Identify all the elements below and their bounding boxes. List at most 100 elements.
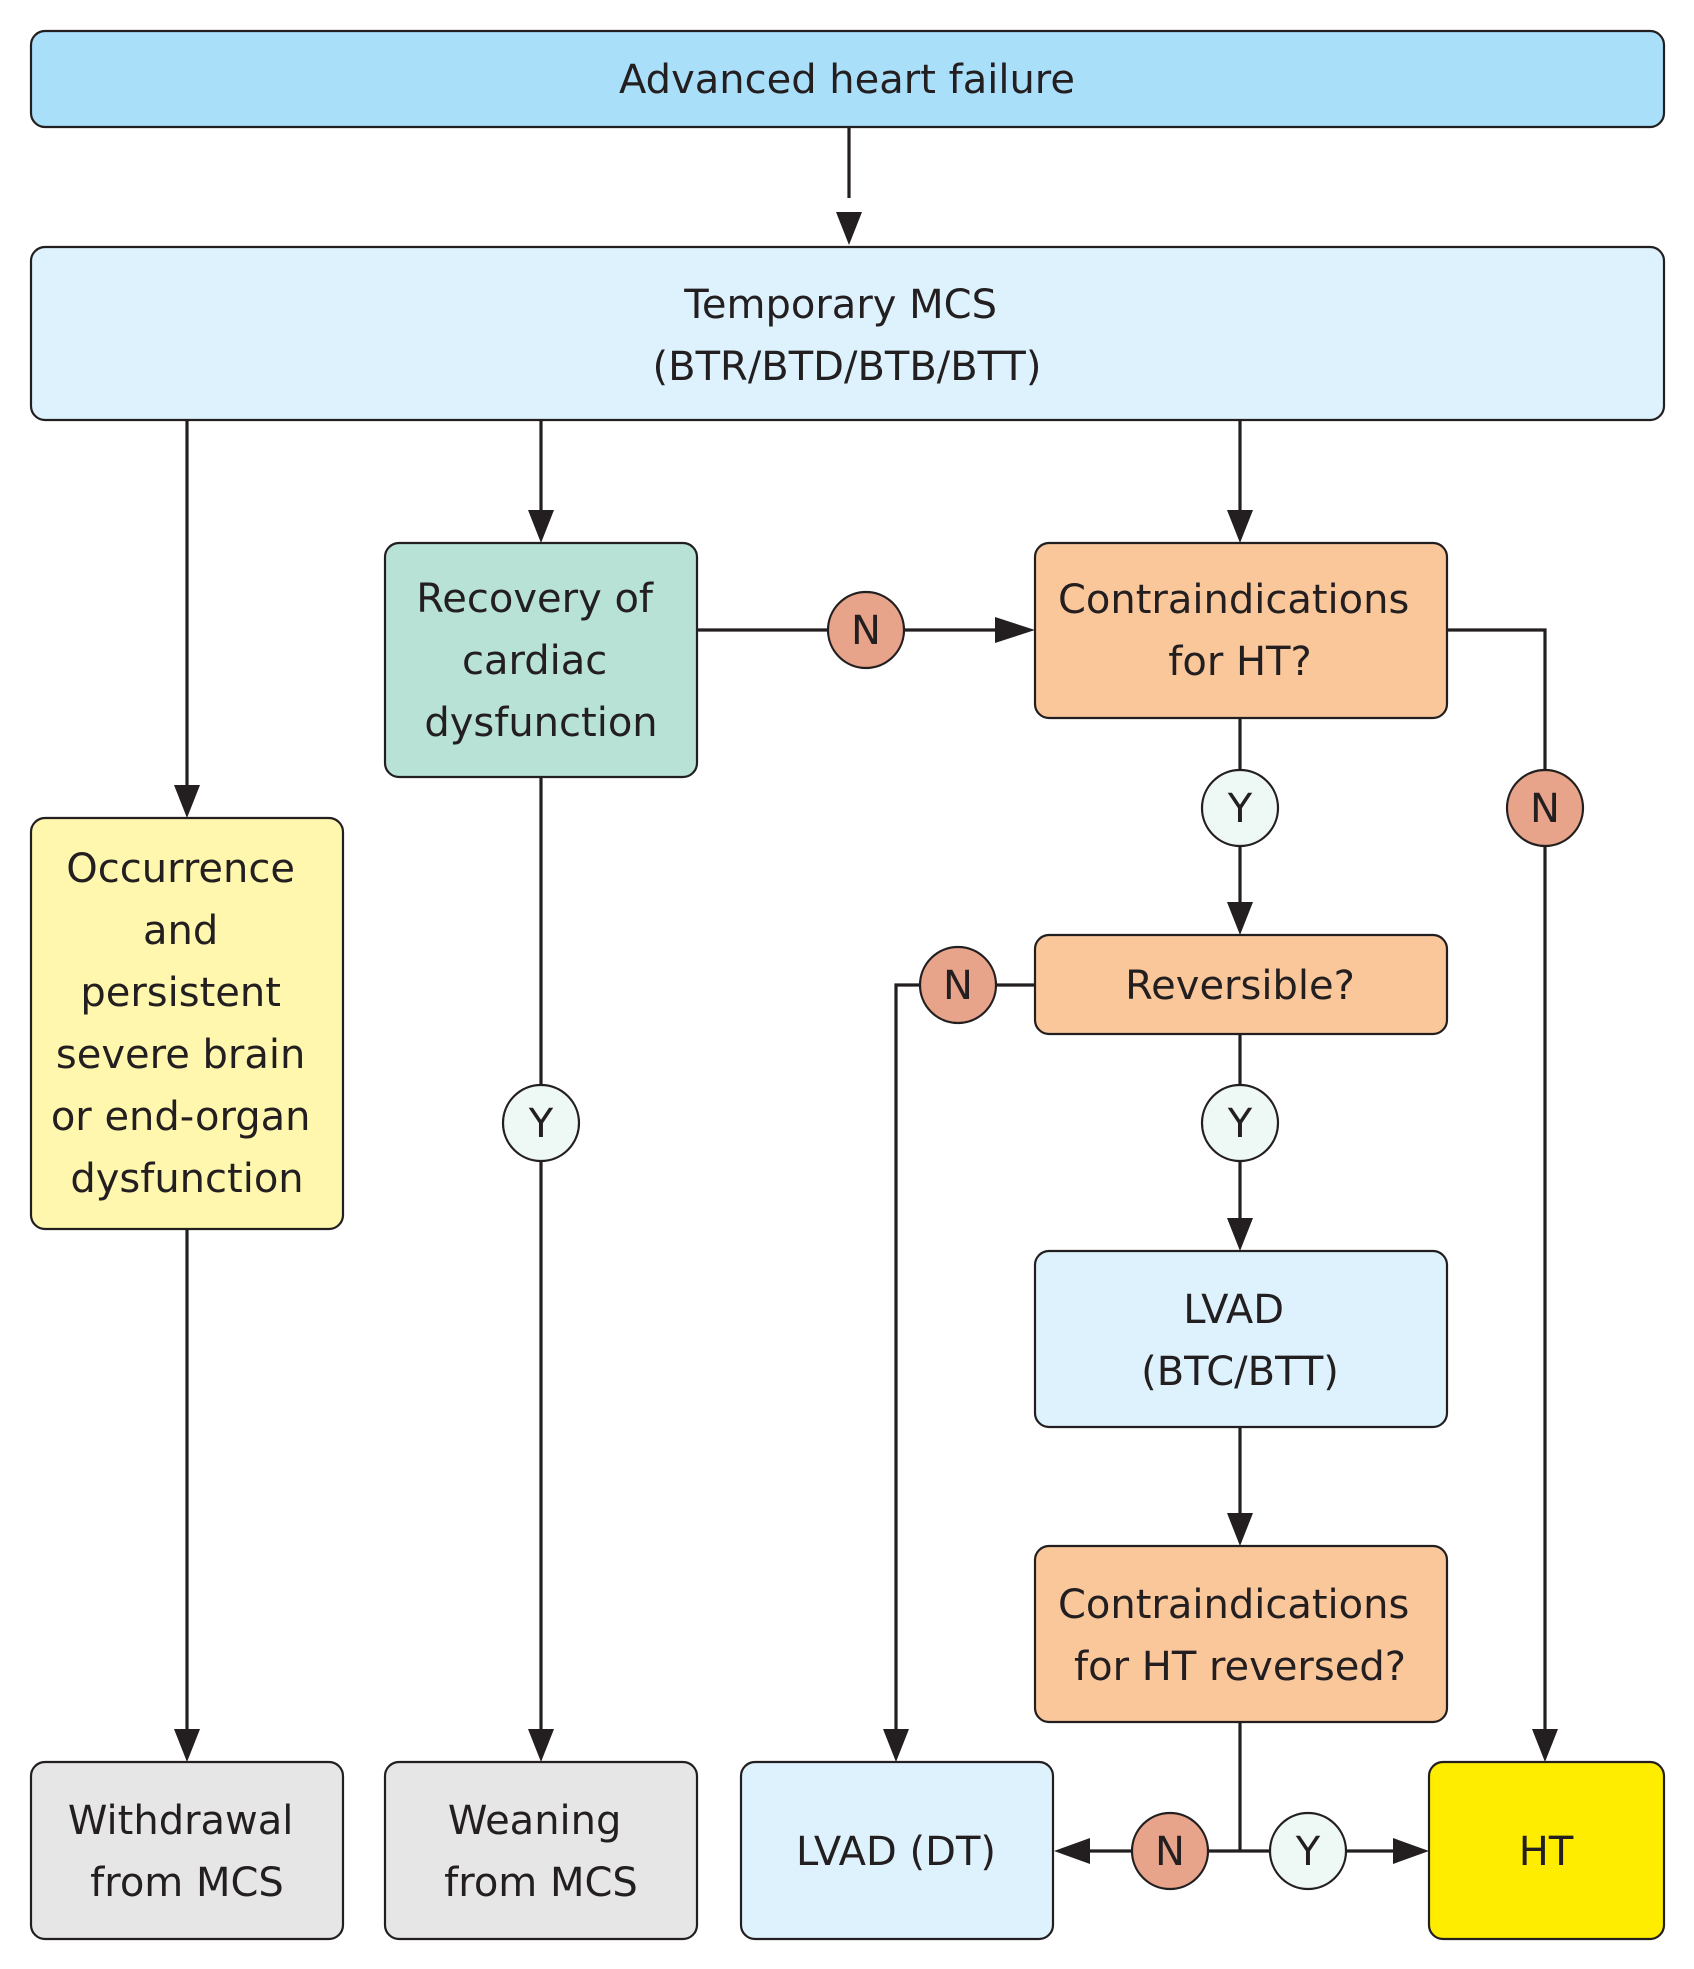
node-box	[29, 1760, 345, 1941]
badge-no: N	[826, 590, 906, 670]
node-box	[1033, 541, 1449, 720]
node-label-line: (BTR/BTD/BTB/BTT)	[653, 344, 1042, 390]
badge-circle	[918, 945, 998, 1025]
decision-badges: N Y N N Y Y N	[501, 590, 1585, 1891]
badge-label: Y	[528, 1101, 554, 1147]
svg-text:LVAD (BTC/BTT): LVAD (BTC/BTT)	[1141, 1287, 1339, 1395]
svg-text:Contraindications for: Contraindications for HT?	[1058, 577, 1422, 685]
node-box	[1033, 1249, 1449, 1429]
badge-label: N	[1530, 786, 1560, 832]
badge-no: N	[1505, 768, 1585, 848]
badge-yes: Y	[1200, 1083, 1280, 1163]
arrow-reversible-to-lvad-dt	[894, 983, 1035, 1729]
node-label-line: Contraindications	[1058, 1582, 1409, 1628]
node-advanced-heart-failure: Advanced heart failure	[29, 29, 1666, 129]
node-box	[29, 245, 1666, 422]
node-box	[1033, 1544, 1449, 1724]
svg-text:Withdrawal from MCS: Withdrawal from MCS	[68, 1798, 306, 1906]
node-label-line: dysfunction	[424, 700, 657, 746]
arrowhead	[836, 212, 862, 245]
node-box	[383, 541, 699, 779]
arrowhead	[1227, 902, 1253, 935]
node-label-line: Advanced heart failure	[619, 57, 1075, 103]
arrow-contraindications-to-ht	[1447, 628, 1547, 1729]
badge-no: N	[1130, 1811, 1210, 1891]
badge-label: Y	[1227, 1101, 1253, 1147]
node-label-line: Contraindications	[1058, 577, 1409, 623]
node-label-line: severe brain	[56, 1032, 305, 1078]
node-box	[29, 29, 1666, 129]
badge-circle	[1130, 1811, 1210, 1891]
arrowhead	[1393, 1838, 1429, 1864]
node-label-line: Reversible?	[1125, 963, 1355, 1009]
node-label-line: (BTC/BTT)	[1141, 1349, 1339, 1395]
node-label-line: Temporary MCS	[683, 282, 997, 328]
node-box	[1427, 1760, 1666, 1941]
arrowhead	[528, 510, 554, 543]
node-label-line: Withdrawal	[68, 1798, 294, 1844]
badge-no: N	[918, 945, 998, 1025]
node-box	[383, 1760, 699, 1941]
node-label-line: from MCS	[90, 1860, 284, 1906]
badge-circle	[1268, 1811, 1348, 1891]
arrowhead	[174, 1729, 200, 1762]
arrowhead	[174, 785, 200, 818]
badge-yes: Y	[1268, 1811, 1348, 1891]
badge-label: N	[1155, 1829, 1185, 1875]
badge-circle	[1200, 1083, 1280, 1163]
node-label-line: for HT reversed?	[1074, 1644, 1406, 1690]
node-label-line: Recovery of	[416, 576, 654, 622]
badge-circle	[501, 1083, 581, 1163]
node-label-line: HT	[1519, 1829, 1574, 1875]
badge-label: N	[851, 608, 881, 654]
node-label-line: Weaning	[448, 1798, 622, 1844]
badge-yes: Y	[1200, 768, 1280, 848]
node-box	[739, 1760, 1055, 1941]
node-box	[1033, 933, 1449, 1036]
node-lvad-dt: LVAD (DT)	[739, 1760, 1055, 1941]
node-weaning-from-mcs: Weaning from MCS	[383, 1760, 699, 1941]
arrowhead	[1227, 510, 1253, 543]
node-withdrawal-from-mcs: Withdrawal from MCS	[29, 1760, 345, 1941]
node-occurrence-severe-dysfunction: Occurrence and persistent severe brain o…	[29, 816, 345, 1231]
arrowhead	[995, 617, 1035, 643]
badge-circle	[1505, 768, 1585, 848]
node-label-line: LVAD (DT)	[796, 1829, 996, 1875]
badge-circle	[1200, 768, 1280, 848]
svg-text:Advanced heart failure: Advanced heart failure	[619, 57, 1075, 103]
badge-label: Y	[1295, 1829, 1321, 1875]
node-contraindications-reversed: Contraindications for HT reversed?	[1033, 1544, 1449, 1724]
node-label-line: from MCS	[444, 1860, 638, 1906]
arrowhead	[883, 1729, 909, 1762]
node-label-line: persistent	[80, 970, 281, 1016]
node-label-line: dysfunction	[70, 1156, 303, 1202]
svg-text:Temporary MCS (BTR/BTD: Temporary MCS (BTR/BTD/BTB/BTT)	[653, 282, 1042, 390]
arrowhead	[528, 1729, 554, 1762]
node-label-line: and	[143, 908, 218, 954]
svg-text:Recovery of cardiac: Recovery of cardiac dysfunction	[416, 576, 665, 746]
node-label-line: for HT?	[1168, 639, 1311, 685]
node-reversible: Reversible?	[1033, 933, 1449, 1036]
arrowhead	[1532, 1729, 1558, 1762]
svg-text:Occurrence and: Occurrence and persistent severe brain o…	[51, 846, 323, 1202]
svg-text:Weaning from MCS: Weaning from MCS	[444, 1798, 638, 1906]
arrowhead	[1054, 1838, 1090, 1864]
svg-text:LVAD (DT): LVAD (DT)	[796, 1829, 996, 1875]
svg-text:Contraindications for: Contraindications for HT reversed?	[1058, 1582, 1422, 1690]
node-label-line: cardiac	[462, 638, 607, 684]
node-label-line: LVAD	[1183, 1287, 1284, 1333]
badge-circle	[826, 590, 906, 670]
node-label-line: or end-organ	[51, 1094, 311, 1140]
node-lvad-btc-btt: LVAD (BTC/BTT)	[1033, 1249, 1449, 1429]
node-recovery-of-cardiac-dysfunction: Recovery of cardiac dysfunction	[383, 541, 699, 779]
arrowhead	[1227, 1513, 1253, 1546]
badge-yes: Y	[501, 1083, 581, 1163]
node-ht: HT	[1427, 1760, 1666, 1941]
arrowhead	[1227, 1218, 1253, 1251]
node-box	[29, 816, 345, 1231]
node-temporary-mcs: Temporary MCS (BTR/BTD/BTB/BTT)	[29, 245, 1666, 422]
svg-text:Reversible?: Reversible?	[1125, 963, 1355, 1009]
svg-text:HT: HT	[1519, 1829, 1574, 1875]
node-contraindications-for-ht: Contraindications for HT?	[1033, 541, 1449, 720]
